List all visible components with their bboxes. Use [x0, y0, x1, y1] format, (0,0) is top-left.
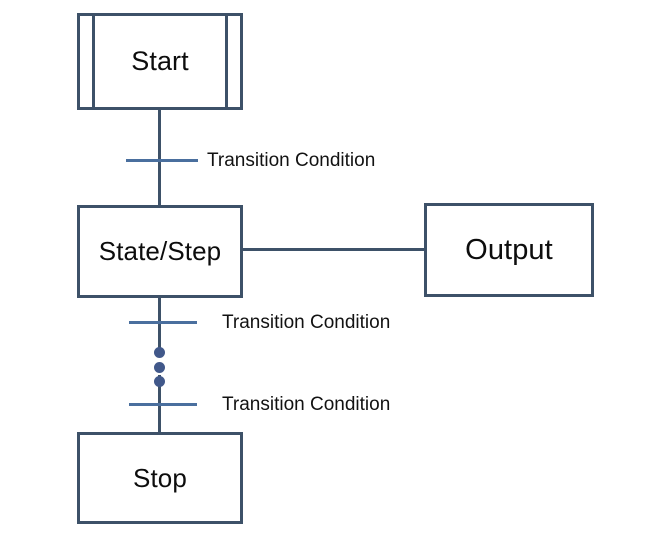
node-start[interactable]: Start: [77, 13, 243, 110]
transition-condition-label-2: Transition Condition: [222, 312, 391, 333]
ellipsis-dot-icon: [154, 376, 165, 387]
transition-condition-label-1: Transition Condition: [207, 150, 376, 171]
predefined-process-right-rule: [225, 13, 228, 110]
node-output[interactable]: Output: [424, 203, 594, 297]
connector-start-to-state: [158, 107, 161, 208]
connector-state-to-ellipsis: [158, 295, 161, 355]
ellipsis-dot-icon: [154, 362, 165, 373]
transition-tick-1: [126, 159, 198, 162]
node-stop-label: Stop: [133, 462, 187, 493]
node-start-label: Start: [131, 46, 189, 76]
ellipsis-dot-icon: [154, 347, 165, 358]
transition-tick-2: [129, 321, 197, 324]
transition-tick-3: [129, 403, 197, 406]
transition-condition-label-3: Transition Condition: [222, 394, 391, 415]
node-state-step-label: State/Step: [98, 236, 222, 266]
node-stop[interactable]: Stop: [77, 432, 243, 524]
node-state-step[interactable]: State/Step: [77, 205, 243, 298]
node-output-label: Output: [465, 233, 553, 266]
predefined-process-left-rule: [92, 13, 95, 110]
connector-state-to-output: [240, 248, 427, 251]
